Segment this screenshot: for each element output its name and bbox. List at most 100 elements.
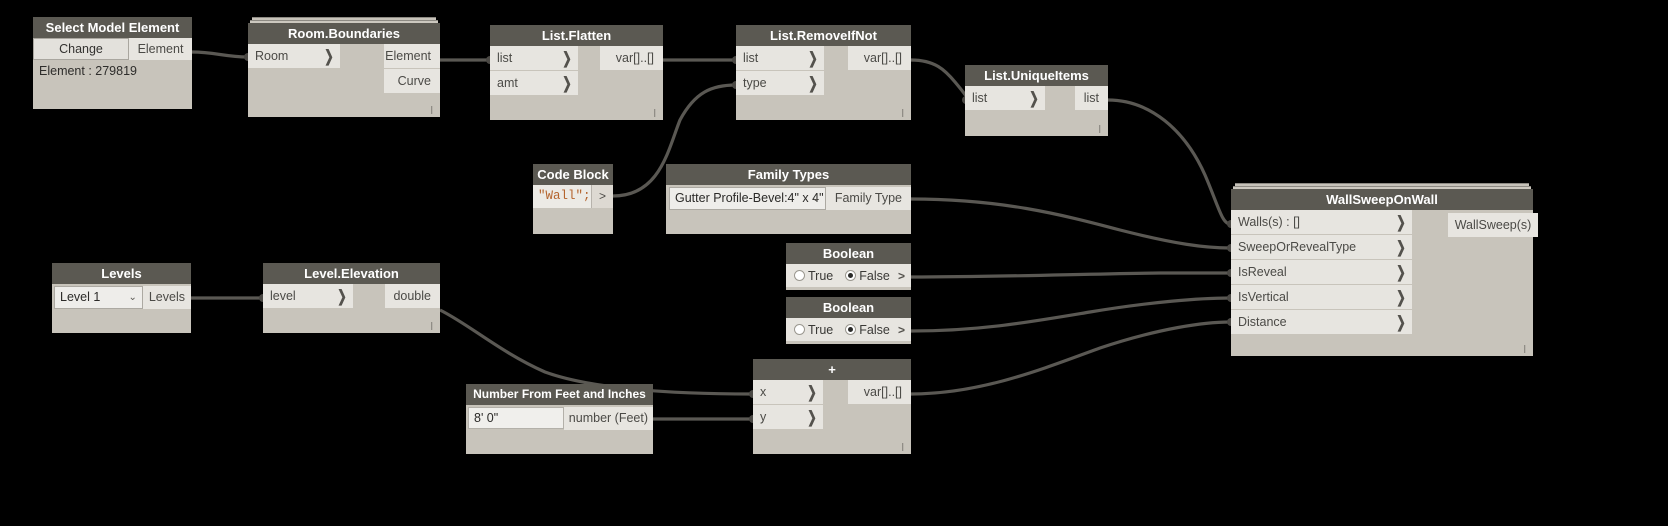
port-label: list [743,51,759,65]
output-port-number[interactable]: number (Feet) [563,407,653,430]
node-level-elevation[interactable]: Level.Elevation level ❯ double l [263,263,440,333]
chevron-right-icon: ❯ [562,73,572,93]
output-port-boolean[interactable]: > [897,268,905,283]
family-type-dropdown[interactable]: Gutter Profile-Bevel:4" x 4" ⌄ [669,187,826,210]
node-list-uniqueitems[interactable]: List.UniqueItems list ❯ list l [965,65,1108,136]
radio-true-icon[interactable] [794,324,805,335]
node-body: Room.Boundaries Room ❯ Element Curve [248,23,440,117]
output-port-code[interactable]: > [591,185,613,208]
node-plus[interactable]: + x ❯ y ❯ var[]..[] [753,359,911,454]
node-code-block[interactable]: Code Block "Wall"; > [533,164,613,234]
port-label: x [760,385,767,399]
input-port-amt[interactable]: amt ❯ [490,71,578,95]
input-port-list[interactable]: list ❯ [965,86,1045,110]
output-port-element[interactable]: Element [129,38,192,60]
node-family-types[interactable]: Family Types Gutter Profile-Bevel:4" x 4… [666,164,911,234]
output-port-levels[interactable]: Levels [142,286,191,309]
node-levels[interactable]: Levels Level 1 ⌄ Levels [52,263,191,333]
ports: list ❯ list [965,86,1108,111]
port-label: SweepOrRevealType [1238,240,1357,254]
radio-false-icon[interactable] [845,270,857,281]
radio-option-false[interactable]: False [845,269,890,283]
boolean-radio-group[interactable]: True False > [786,318,911,341]
wire-elevation-to-plus-x [439,308,753,396]
node-footer-handle[interactable]: l [430,321,433,333]
levels-row: Level 1 ⌄ Levels [52,284,191,309]
boolean-radio-group[interactable]: True False > [786,264,911,287]
radio-true-icon[interactable] [794,270,805,281]
output-ports: Element Curve [384,44,440,94]
feet-inches-input[interactable]: 8' 0" [468,407,564,429]
node-body: List.UniqueItems list ❯ list l [965,65,1108,136]
input-port-y[interactable]: y ❯ [753,405,823,429]
node-room-boundaries[interactable]: Room.Boundaries Room ❯ Element Curve [248,17,440,117]
chevron-down-icon[interactable]: ⌄ [128,292,137,303]
node-title: Number From Feet and Inches [466,384,653,405]
output-port-var[interactable]: var[]..[] [848,380,911,404]
input-port-sweeporrevealtype[interactable]: SweepOrRevealType ❯ [1231,235,1412,259]
input-ports: list ❯ amt ❯ [490,46,578,96]
node-body: Code Block "Wall"; > [533,164,613,234]
output-port-wallsweeps[interactable]: WallSweep(s) [1448,213,1538,237]
input-port-type[interactable]: type ❯ [736,71,824,95]
output-port-boolean[interactable]: > [897,322,905,337]
chevron-down-icon[interactable]: ⌄ [811,193,820,204]
output-port-list[interactable]: list [1075,86,1108,110]
node-wallsweeponwall[interactable]: WallSweepOnWall Walls(s) : [] ❯ SweepOrR… [1231,183,1533,356]
node-footer-handle[interactable]: l [430,105,433,117]
node-title: Boolean [786,243,911,264]
ports: level ❯ double [263,284,440,309]
input-port-room[interactable]: Room ❯ [248,44,340,68]
output-port-var[interactable]: var[]..[] [848,46,911,70]
node-footer-handle[interactable]: l [901,442,904,454]
node-title: WallSweepOnWall [1231,189,1533,210]
node-select-model-element[interactable]: Select Model Element Change Element Elem… [33,17,192,109]
input-port-level[interactable]: level ❯ [263,284,353,308]
node-list-flatten[interactable]: List.Flatten list ❯ amt ❯ var[]..[] [490,25,663,120]
node-title: Room.Boundaries [248,23,440,44]
radio-false-label: False [859,322,890,337]
node-number-from-feet-and-inches[interactable]: Number From Feet and Inches 8' 0" number… [466,384,653,454]
radio-option-false[interactable]: False [845,323,890,337]
input-port-isvertical[interactable]: IsVertical ❯ [1231,285,1412,309]
code-editor[interactable]: "Wall"; [533,185,591,208]
input-port-list[interactable]: list ❯ [490,46,578,70]
output-port-family-type[interactable]: Family Type [825,187,911,210]
node-boolean-isreveal[interactable]: Boolean True False > [786,243,911,290]
chevron-right-icon: ❯ [324,46,334,66]
input-port-walls[interactable]: Walls(s) : [] ❯ [1231,210,1412,234]
input-port-list[interactable]: list ❯ [736,46,824,70]
port-label: var[]..[] [863,385,902,399]
node-boolean-isvertical[interactable]: Boolean True False > [786,297,911,344]
wire-removeifnot-to-unique [910,58,969,102]
node-title: Family Types [666,164,911,185]
level-dropdown[interactable]: Level 1 ⌄ [54,286,143,309]
input-port-distance[interactable]: Distance ❯ [1231,310,1412,334]
radio-option-true[interactable]: True [794,323,833,337]
node-footer-handle[interactable]: l [653,108,656,120]
change-button[interactable]: Change [33,38,129,60]
node-list-removeifnot[interactable]: List.RemoveIfNot list ❯ type ❯ var[]..[] [736,25,911,120]
input-port-x[interactable]: x ❯ [753,380,823,404]
chevron-right-icon: ❯ [1396,212,1406,232]
select-model-element-row: Change Element [33,38,192,60]
output-port-element[interactable]: Element [384,44,440,68]
port-label: Room [255,49,289,63]
chevron-right-icon: ❯ [807,382,817,402]
node-body: List.RemoveIfNot list ❯ type ❯ var[]..[] [736,25,911,120]
node-footer-handle[interactable]: l [901,108,904,120]
node-title: Code Block [533,164,613,185]
radio-false-icon[interactable] [845,324,857,335]
input-port-isreveal[interactable]: IsReveal ❯ [1231,260,1412,284]
node-body: Level.Elevation level ❯ double l [263,263,440,333]
output-port-curve[interactable]: Curve [384,69,440,93]
output-port-var[interactable]: var[]..[] [600,46,663,70]
radio-option-true[interactable]: True [794,269,833,283]
output-port-double[interactable]: double [385,284,440,308]
node-footer-handle[interactable]: l [1098,124,1101,136]
port-label: var[]..[] [863,51,902,65]
node-body: Family Types Gutter Profile-Bevel:4" x 4… [666,164,911,234]
node-footer-handle[interactable]: l [1523,344,1526,356]
chevron-right-icon: ❯ [337,286,347,306]
